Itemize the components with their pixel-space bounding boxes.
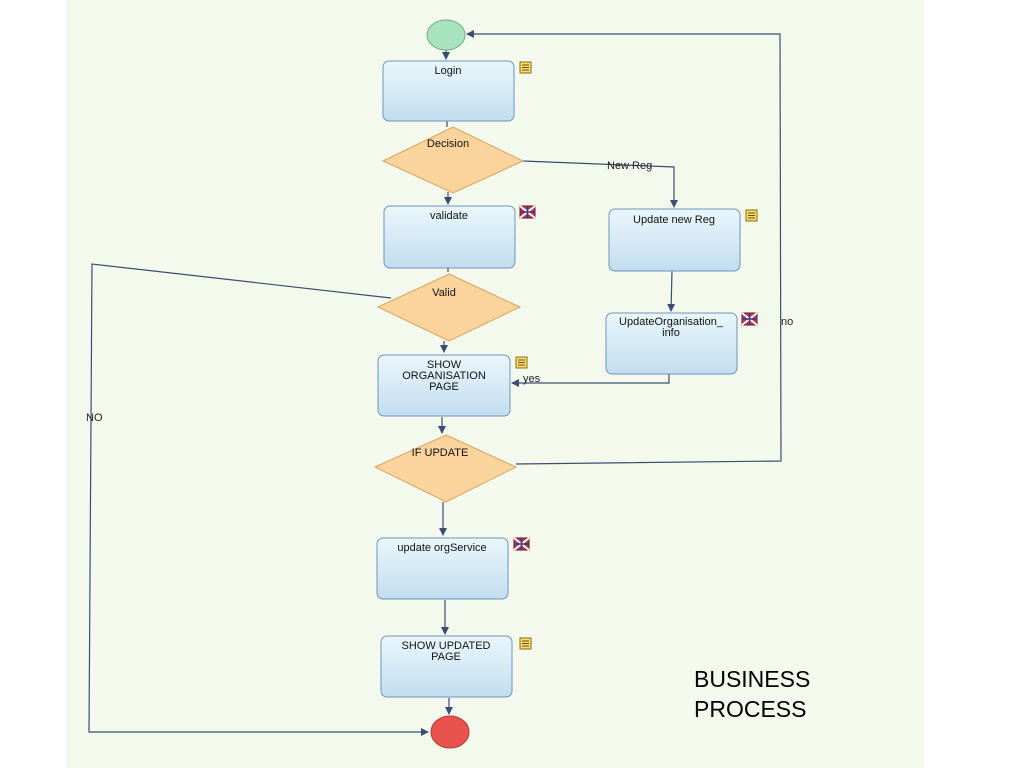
note-icon bbox=[745, 209, 758, 222]
task-show-updated-page-label-line2: PAGE bbox=[431, 651, 461, 663]
gateway-valid[interactable]: Valid bbox=[376, 273, 522, 342]
note-icon bbox=[515, 356, 528, 369]
gateway-decision-label: Decision bbox=[427, 138, 469, 150]
edge-valid-no-to-end bbox=[88, 263, 429, 736]
note-icon bbox=[519, 637, 532, 650]
task-show-organisation-page-label-line1: SHOW bbox=[427, 359, 462, 371]
gateway-if-update-label: IF UPDATE bbox=[412, 447, 469, 459]
task-update-organisation-info[interactable]: UpdateOrganisation_ info bbox=[605, 312, 738, 375]
task-update-organisation-info-label-line1: UpdateOrganisation_ bbox=[619, 316, 724, 328]
caption-line2: PROCESS bbox=[694, 696, 807, 722]
edge-label-yes: yes bbox=[523, 373, 541, 385]
task-validate[interactable]: validate bbox=[383, 205, 516, 269]
edge-label-no-lower: no bbox=[781, 316, 793, 328]
edge-decision-to-update-new-reg bbox=[522, 160, 678, 208]
service-flag-icon bbox=[741, 312, 758, 326]
gateway-if-update[interactable]: IF UPDATE bbox=[373, 434, 518, 503]
edge-label-no-upper: NO bbox=[86, 412, 103, 424]
task-update-new-reg[interactable]: Update new Reg bbox=[608, 208, 741, 272]
task-show-updated-page[interactable]: SHOW UPDATED PAGE bbox=[380, 635, 513, 698]
edge-update-org-info-to-show-org-page bbox=[511, 374, 670, 387]
gateway-decision[interactable]: Decision bbox=[381, 126, 525, 194]
edge-if-update-no-to-start bbox=[466, 30, 782, 465]
task-show-updated-page-label-line1: SHOW UPDATED bbox=[401, 640, 490, 652]
task-login[interactable]: Login bbox=[382, 60, 515, 122]
service-flag-icon bbox=[519, 205, 536, 219]
task-login-label: Login bbox=[435, 65, 462, 77]
caption-line1: BUSINESS bbox=[694, 666, 811, 692]
task-show-organisation-page-label-line3: PAGE bbox=[429, 381, 459, 393]
task-show-organisation-page-label-line2: ORGANISATION bbox=[402, 370, 486, 382]
task-update-org-service-label: update orgService bbox=[397, 542, 486, 554]
note-icon bbox=[519, 61, 532, 74]
gateway-valid-label: Valid bbox=[432, 287, 456, 299]
task-update-new-reg-label: Update new Reg bbox=[633, 214, 715, 226]
slide-caption: BUSINESS PROCESS bbox=[694, 664, 810, 724]
task-update-organisation-info-label-line2: info bbox=[662, 327, 680, 339]
end-event[interactable] bbox=[430, 715, 470, 749]
task-validate-label: validate bbox=[430, 210, 468, 222]
task-update-org-service[interactable]: update orgService bbox=[376, 537, 509, 600]
edge-update-new-reg-to-update-org-info bbox=[667, 270, 676, 312]
service-flag-icon bbox=[513, 537, 530, 551]
start-event[interactable] bbox=[426, 19, 466, 51]
task-show-organisation-page[interactable]: SHOW ORGANISATION PAGE bbox=[377, 354, 511, 417]
edges bbox=[88, 30, 782, 736]
edge-label-new-reg: New Reg bbox=[607, 160, 652, 172]
